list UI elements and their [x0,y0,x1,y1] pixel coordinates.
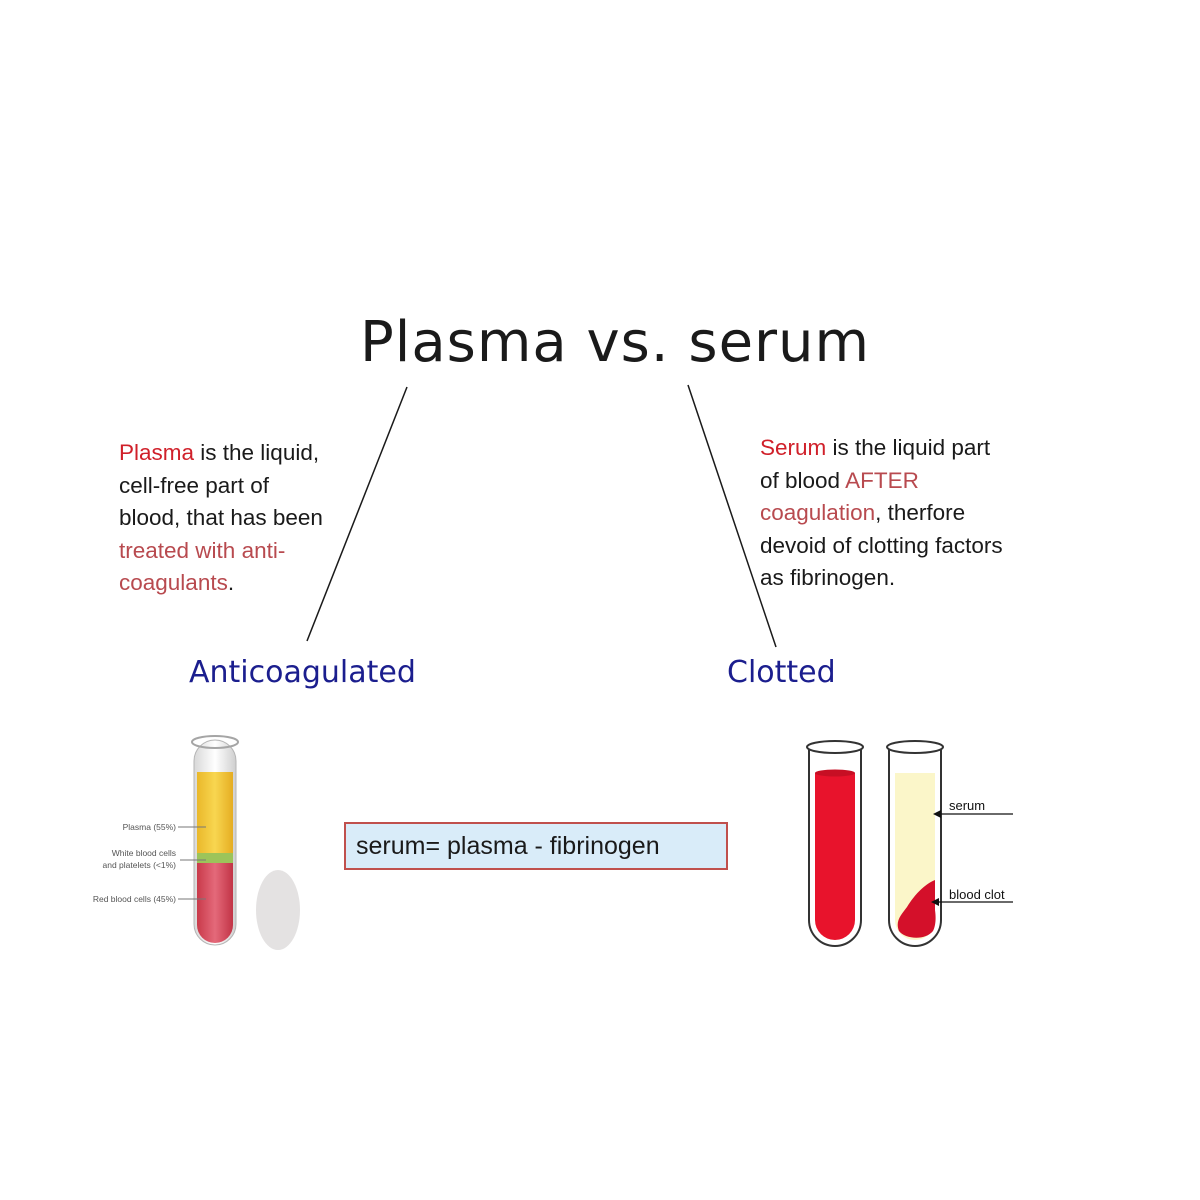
rbc-percent-label: Red blood cells (45%) [93,894,176,904]
plasma-line-2: cell-free part of [119,472,270,498]
plasma-term: Plasma [119,440,195,465]
clotted-tubes-illustration: serum blood clot [806,740,1013,947]
blood-clot-fill [897,880,936,938]
serum-line-4: devoid of clotting factors [760,532,1003,558]
plasma-line-4: treated with anti- [119,537,286,563]
connector-right [687,384,777,648]
plasma-line-5-highlight: coagulants [119,570,228,595]
serum-line-5: as fibrinogen. [760,565,896,590]
plasma-line-1: Plasma is the liquid, [119,437,359,470]
serum-tube-label: serum [949,798,985,813]
page-title: Plasma vs. serum [360,310,871,375]
serum-line-2: of blood AFTER [760,465,1050,498]
connector-left [306,386,408,642]
clotted-caption: Clotted [727,655,836,690]
blood-tube-rim [806,740,864,754]
anticoagulated-caption: Anticoagulated [189,655,416,690]
tube-shadow [256,870,300,950]
clot-tube-label: blood clot [949,887,1005,902]
buffy-coat-layer [197,853,233,863]
serum-line-2-pre: of blood [760,467,846,493]
wbc-label-line-2: and platelets (<1%) [103,860,177,870]
plasma-layer [197,772,233,855]
serum-line-1-rest: is the liquid part [826,435,991,460]
serum-line-3-highlight: coagulation [760,500,876,525]
plasma-percent-label: Plasma (55%) [123,822,177,832]
serum-term: Serum [760,435,827,460]
whole-blood-fill [815,773,855,940]
serum-line-3: coagulation, therfore [760,497,1050,530]
clot-arrowhead [931,898,939,906]
serum-line-2-highlight: AFTER [845,467,919,493]
wbc-label-line-1: White blood cells [112,848,176,858]
serum-definition: Serum is the liquid part of blood AFTER … [760,432,1050,595]
serum-line-1: Serum is the liquid part [760,432,1050,465]
anticoagulated-tube-illustration: Plasma (55%) White blood cells and plate… [93,735,300,950]
plasma-line-5-rest: . [227,570,235,595]
plasma-line-3: blood, that has been [119,505,323,530]
plasma-line-5: coagulants. [119,567,359,600]
plasma-definition: Plasma is the liquid, cell-free part of … [119,437,359,600]
tube-rim [191,735,239,749]
clot-tube-rim [886,740,944,754]
serum-arrowhead [933,810,941,818]
whole-blood-surface [815,769,855,777]
formula-box: serum= plasma - fibrinogen [344,822,728,870]
red-cell-layer [197,863,233,943]
serum-line-3-rest: , therfore [875,500,966,525]
plasma-line-1-rest: is the liquid, [194,440,320,465]
